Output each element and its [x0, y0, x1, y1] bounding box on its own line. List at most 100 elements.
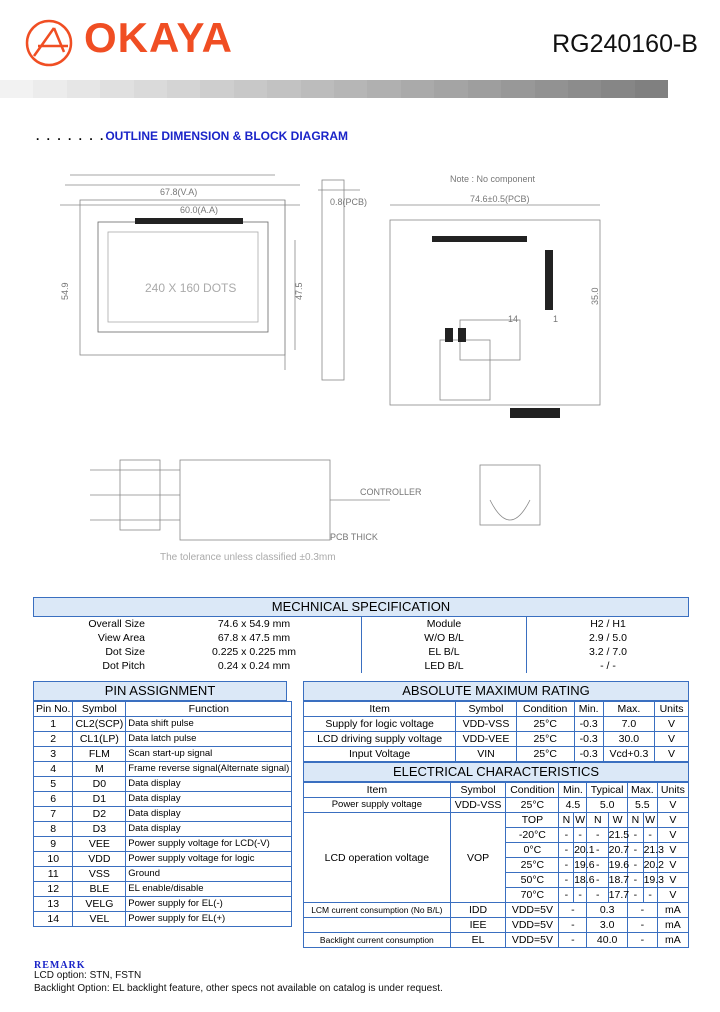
lcd-n-value: - [628, 873, 644, 887]
stripe-segment [233, 80, 268, 98]
stripe-segment [167, 80, 201, 98]
lcd-n: N [560, 813, 575, 827]
mech-left-label: Dot Size [105, 646, 145, 658]
pin-symbol: VDD [72, 851, 127, 867]
stripe-segment [467, 80, 502, 98]
lcd-symbol: VOP [449, 812, 507, 903]
absolute-max-title: ABSOLUTE MAXIMUM RATING [303, 681, 689, 701]
remark-title: REMARK [34, 960, 86, 971]
abs-cell: 25°C [515, 746, 575, 762]
svg-text:0.8(PCB): 0.8(PCB) [330, 197, 367, 207]
pin-number: 10 [32, 851, 74, 867]
pin-number: 12 [32, 881, 74, 897]
stripe-segment [534, 80, 568, 98]
el-cell: LCM current consumption (No B/L) [303, 902, 451, 918]
pin-number: 2 [32, 731, 74, 747]
pin-symbol: D3 [72, 821, 127, 837]
pin-symbol: VELG [72, 896, 127, 912]
el-cell: VDD-VSS [449, 797, 507, 813]
pin-number: 9 [32, 836, 74, 852]
abs-cell: 25°C [515, 716, 575, 732]
lcd-w: W [612, 814, 623, 826]
pin-symbol: VEL [72, 911, 127, 927]
pin-function: Data latch pulse [125, 731, 293, 747]
el-cell [303, 917, 451, 933]
pin-function: Data display [125, 821, 293, 837]
lcd-n-value: - [588, 858, 609, 872]
el-cell: 5.5 [626, 797, 658, 813]
mech-right-value: - / - [526, 659, 689, 673]
el-header: Symbol [449, 782, 507, 798]
lcd-n: N [588, 813, 609, 827]
pin-number: 3 [32, 746, 74, 762]
pin-function: Power supply voltage for logic [125, 851, 293, 867]
pin-symbol: FLM [72, 746, 127, 762]
pin-symbol: D0 [72, 776, 127, 792]
el-cell: - [626, 917, 658, 933]
pin-function: Data display [125, 791, 293, 807]
outline-drawing: Note : No component 74.6±0.5(PCB) 67.8(V… [60, 174, 601, 563]
pin-number: 8 [32, 821, 74, 837]
pin-number: 6 [32, 791, 74, 807]
lcd-n-value: - [628, 843, 644, 857]
abs-cell: -0.3 [573, 731, 604, 747]
pin-number: 14 [32, 911, 74, 927]
el-cell: - [558, 902, 588, 918]
lcd-w: W [575, 814, 586, 826]
mech-right-label: EL B/L [361, 645, 527, 659]
pin-symbol: D2 [72, 806, 127, 822]
lcd-w-value: - [578, 829, 582, 841]
el-cell: 3.0 [586, 917, 628, 933]
abs-header: Max. [602, 701, 656, 717]
lcd-nw-cell: -19.3 [626, 872, 665, 888]
lcd-n-value: - [588, 873, 609, 887]
svg-text:67.8(V.A): 67.8(V.A) [160, 187, 197, 197]
abs-cell: VDD-VEE [455, 731, 517, 747]
abs-header: Symbol [455, 701, 517, 717]
mech-right-value: 3.2 / 7.0 [526, 645, 689, 659]
stripe-segment [634, 80, 669, 98]
abs-cell: V [654, 716, 689, 732]
brand-name: OKAYA [84, 14, 233, 61]
svg-text:14: 14 [508, 314, 518, 324]
lcd-temp: 0°C [505, 842, 560, 858]
el-cell: VDD=5V [505, 932, 560, 948]
remark-line: Backlight Option: EL backlight feature, … [34, 983, 443, 994]
stripe-segment [400, 80, 435, 98]
lcd-w-value: 19.3 [643, 874, 665, 886]
abs-cell: -0.3 [573, 716, 604, 732]
pin-function: Ground [125, 866, 293, 882]
mech-right-label: Module [361, 617, 527, 631]
pin-number: 4 [32, 761, 74, 777]
svg-text:35.0: 35.0 [590, 287, 600, 305]
mech-left-label: Overall Size [88, 618, 145, 630]
el-cell: Power supply voltage [303, 797, 451, 813]
svg-text:60.0(A.A): 60.0(A.A) [180, 205, 218, 215]
abs-header: Condition [515, 701, 575, 717]
el-cell: - [626, 902, 658, 918]
lcd-nw-cell: -19.6 [586, 857, 629, 873]
lcd-n-value: - [588, 828, 609, 842]
lcd-n-value: - [560, 873, 575, 887]
lcd-unit: V [656, 812, 690, 828]
mech-left-value: 0.225 x 0.225 mm [211, 646, 297, 658]
pin-function: Data display [125, 776, 293, 792]
stripe-segment [601, 80, 635, 98]
lcd-nw-cell: -19.6 [558, 857, 595, 873]
section-title: . . . . . . .OUTLINE DIMENSION & BLOCK D… [36, 129, 349, 143]
abs-header: Item [302, 701, 457, 717]
lcd-row: 70°C---17.7--V [304, 887, 690, 903]
lcd-w-value: 20.2 [643, 859, 665, 871]
